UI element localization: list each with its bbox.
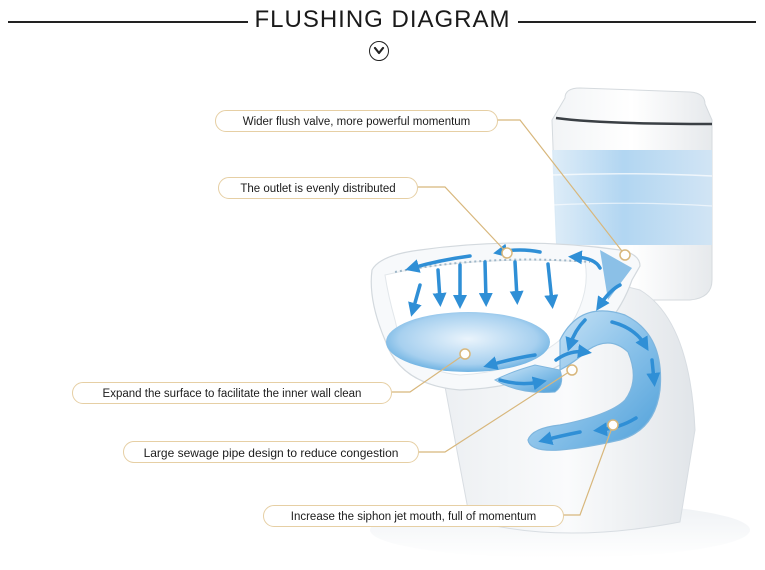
page-title: FLUSHING DIAGRAM	[0, 6, 765, 34]
callout-surface: Expand the surface to facilitate the inn…	[72, 382, 392, 404]
leader-lines	[392, 119, 626, 516]
callout-siphon: Increase the siphon jet mouth, full of m…	[263, 505, 564, 527]
callout-outlet: The outlet is evenly distributed	[218, 177, 418, 199]
callout-outlet-text: The outlet is evenly distributed	[240, 183, 396, 195]
callout-sewage-pipe: Large sewage pipe design to reduce conge…	[123, 441, 419, 463]
header-rule-right	[518, 21, 756, 23]
header-rule-left	[8, 21, 248, 23]
leader-dots	[459, 247, 631, 431]
callout-siphon-text: Increase the siphon jet mouth, full of m…	[290, 511, 537, 523]
chevron-down-icon	[373, 46, 385, 55]
callout-flush-valve: Wider flush valve, more powerful momentu…	[215, 110, 498, 132]
page-title-text: FLUSHING DIAGRAM	[248, 6, 517, 33]
callout-surface-text: Expand the surface to facilitate the inn…	[102, 388, 362, 400]
flow-arrows	[405, 243, 661, 445]
expand-button[interactable]	[369, 41, 389, 61]
callout-flush-valve-text: Wider flush valve, more powerful momentu…	[242, 116, 471, 128]
callout-sewage-pipe-text: Large sewage pipe design to reduce conge…	[143, 446, 399, 460]
